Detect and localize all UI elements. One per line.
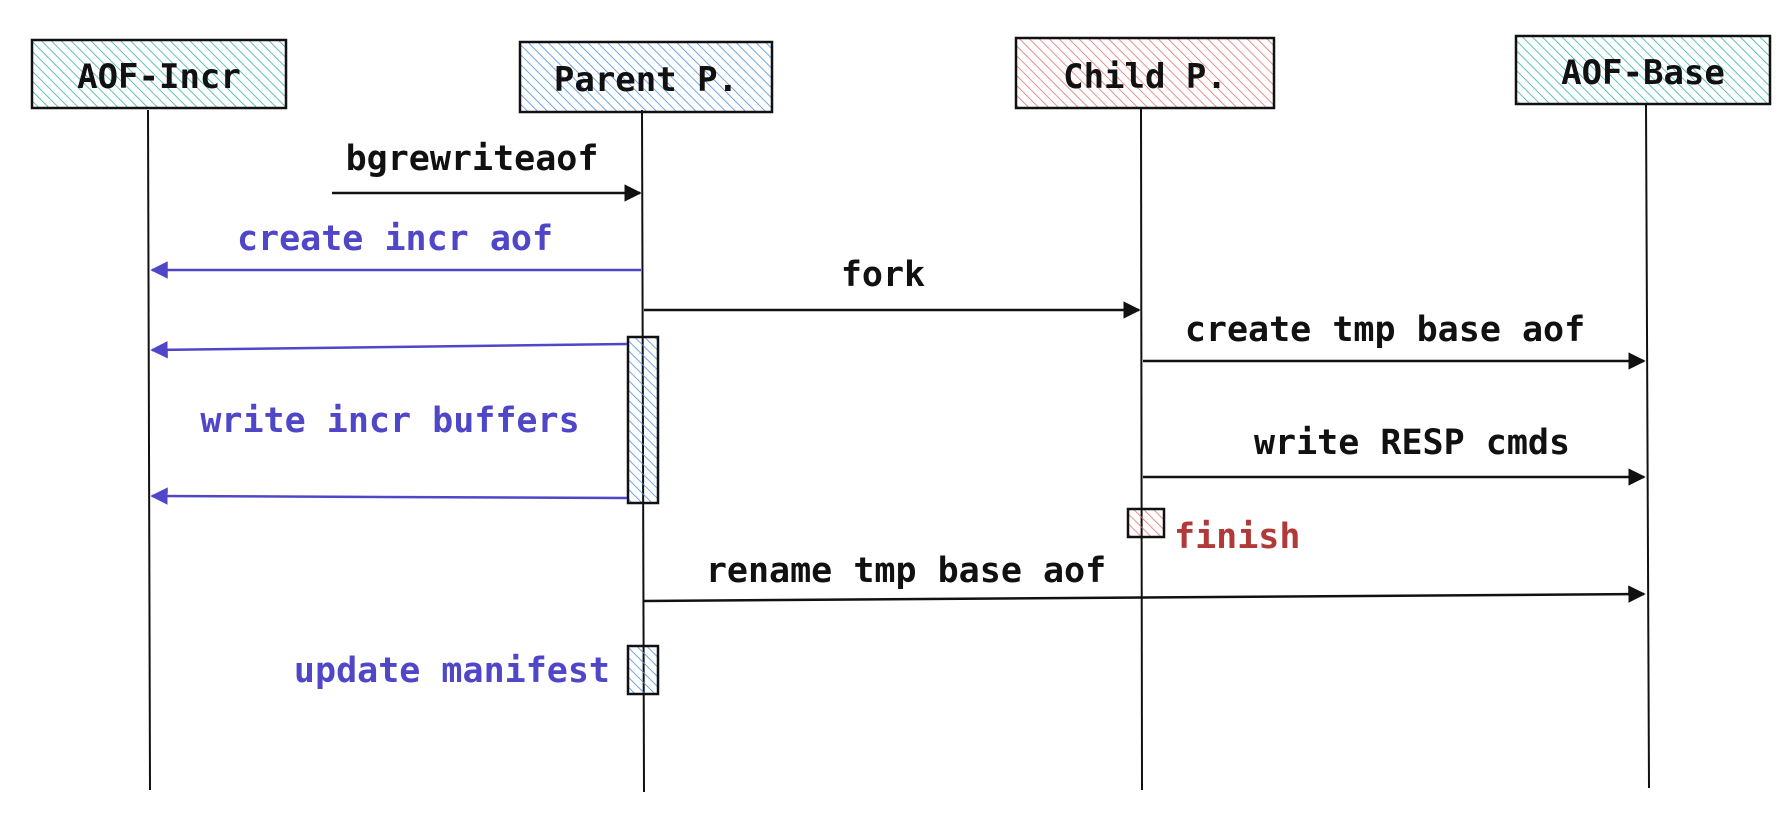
lifeline-aof-base xyxy=(1645,103,1650,789)
message-create-tmp-base-aof: create tmp base aof xyxy=(1143,310,1646,370)
message-label: rename tmp base aof xyxy=(706,551,1106,591)
participant-label: AOF-Incr xyxy=(77,57,241,97)
message-label: create incr aof xyxy=(237,219,553,259)
message-write-resp-cmds: write RESP cmds xyxy=(1143,423,1646,486)
message-bgrewriteaof: bgrewriteaof xyxy=(332,139,642,202)
message-label: create tmp base aof xyxy=(1185,310,1585,350)
message-label: write incr buffers xyxy=(200,401,579,441)
participant-label: Parent P. xyxy=(554,60,738,100)
message-label: fork xyxy=(841,255,925,295)
participant-label: AOF-Base xyxy=(1561,53,1725,93)
participant-child: Child P. xyxy=(1014,36,1276,110)
message-create-incr-aof: create incr aof xyxy=(150,219,641,279)
activation-parent-manifest xyxy=(626,644,660,696)
update-manifest-note: update manifest xyxy=(294,651,610,691)
activation-parent-buffers xyxy=(626,335,660,505)
message-label: bgrewriteaof xyxy=(346,139,599,179)
message-write-incr-buffers: write incr buffers xyxy=(150,341,628,505)
lifeline-aof-incr xyxy=(147,109,151,791)
participant-label: Child P. xyxy=(1063,57,1227,97)
participant-parent: Parent P. xyxy=(518,40,774,114)
message-fork: fork xyxy=(644,255,1141,319)
finish-note: finish xyxy=(1174,517,1300,557)
lifeline-child xyxy=(1140,107,1143,791)
message-rename-tmp-base-aof: rename tmp base aof xyxy=(643,551,1646,603)
activation-child-finish xyxy=(1126,507,1166,539)
message-label: write RESP cmds xyxy=(1254,423,1570,463)
participant-aof-base: AOF-Base xyxy=(1514,34,1772,106)
participant-aof-incr: AOF-Incr xyxy=(30,38,288,110)
